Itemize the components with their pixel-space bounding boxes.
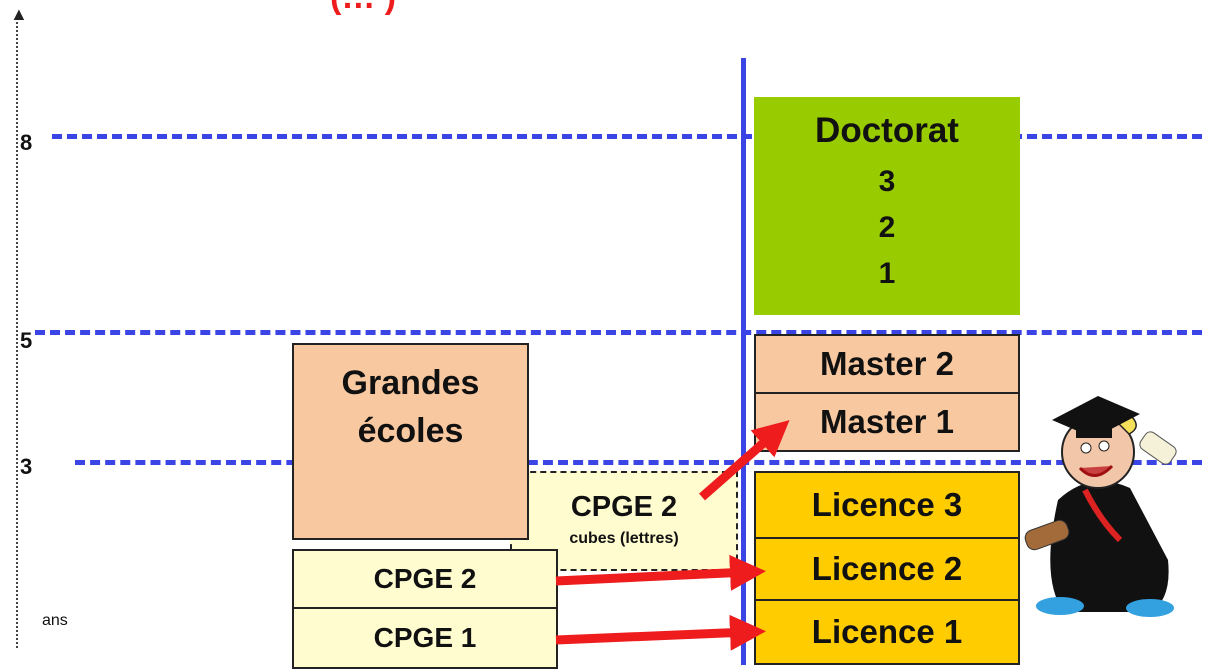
grandes-ecoles-line-1: Grandes <box>341 364 480 402</box>
title-fragment: (… ) <box>330 0 396 17</box>
level-line-5 <box>35 330 1202 335</box>
arrow-cpge1-to-licence1 <box>555 614 766 651</box>
axis-unit-label: ans <box>42 612 68 629</box>
cpge2-box: CPGE 2 <box>292 549 558 609</box>
doctorat-label: Doctorat <box>815 111 959 150</box>
level-line-3 <box>75 460 1202 465</box>
cpge2-cubes-title: CPGE 2 <box>570 491 678 523</box>
level-line-8 <box>52 134 1202 139</box>
licence-1-box: Licence 1 <box>754 599 1020 665</box>
graduate-cartoon-icon <box>1024 396 1177 617</box>
tick-5: 5 <box>20 328 33 353</box>
master-1-box: Master 1 <box>754 392 1020 452</box>
arrow-cpge2-to-licence2 <box>555 554 766 591</box>
master-2-box: Master 2 <box>754 334 1020 394</box>
tick-3: 3 <box>20 454 33 479</box>
cpge2-cubes-subtitle: cubes (lettres) <box>569 530 679 547</box>
divider-line <box>741 58 746 665</box>
arrow-cpge2cubes-to-master1 <box>699 420 790 501</box>
licence-2-box: Licence 2 <box>754 537 1020 601</box>
doctorat-year-3: 3 <box>878 165 896 198</box>
grandes-ecoles-box: Grandes écoles <box>292 343 529 540</box>
doctorat-box: Doctorat 3 2 1 <box>754 97 1020 315</box>
doctorat-year-1: 1 <box>878 257 896 290</box>
doctorat-year-2: 2 <box>878 211 896 244</box>
grandes-ecoles-line-2: écoles <box>357 412 464 450</box>
tick-8: 8 <box>20 130 33 155</box>
axis-arrow-icon: ▲ <box>10 4 28 24</box>
y-axis <box>16 18 18 648</box>
